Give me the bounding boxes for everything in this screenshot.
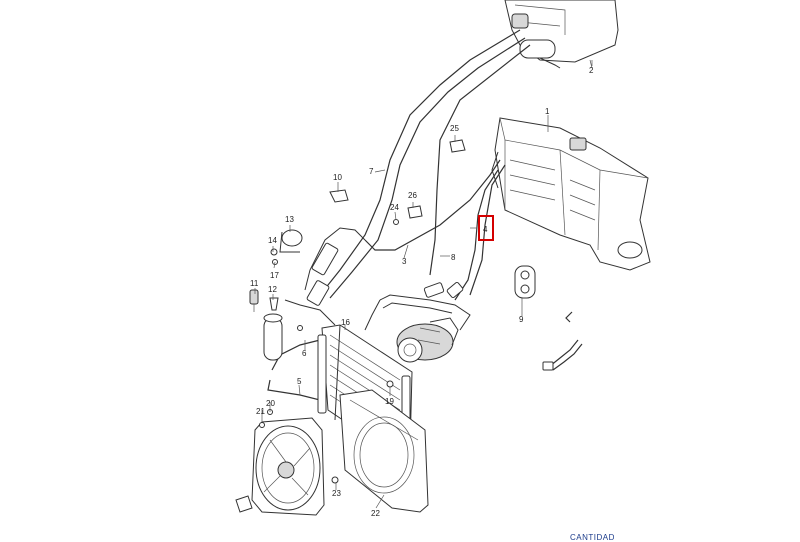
part-4-highlight-box[interactable] bbox=[478, 215, 494, 241]
small-hose bbox=[542, 311, 583, 371]
clamps bbox=[329, 139, 466, 225]
label-part-6[interactable]: 6 bbox=[302, 349, 307, 358]
label-part-9[interactable]: 9 bbox=[519, 315, 524, 324]
label-part-21[interactable]: 21 bbox=[256, 407, 265, 416]
label-part-13[interactable]: 13 bbox=[285, 215, 294, 224]
label-part-25[interactable]: 25 bbox=[450, 124, 459, 133]
footer-quantity-label: CANTIDAD bbox=[570, 533, 615, 542]
label-part-3[interactable]: 3 bbox=[402, 257, 407, 266]
label-part-10[interactable]: 10 bbox=[333, 173, 342, 182]
label-part-5[interactable]: 5 bbox=[297, 377, 302, 386]
label-part-11[interactable]: 11 bbox=[250, 279, 259, 288]
label-part-24[interactable]: 24 bbox=[390, 203, 399, 212]
label-part-22[interactable]: 22 bbox=[371, 509, 380, 518]
part-22-fan-shroud bbox=[339, 389, 429, 513]
label-part-1[interactable]: 1 bbox=[545, 107, 550, 116]
label-part-17[interactable]: 17 bbox=[270, 271, 279, 280]
fan-assembly bbox=[235, 417, 325, 516]
leader-lines bbox=[254, 60, 593, 509]
label-part-19[interactable]: 19 bbox=[385, 397, 394, 406]
label-part-8[interactable]: 8 bbox=[451, 253, 456, 262]
pipe-fittings bbox=[306, 242, 464, 306]
label-part-16[interactable]: 16 bbox=[341, 318, 350, 327]
part-11-switch bbox=[249, 289, 259, 312]
label-part-14[interactable]: 14 bbox=[268, 236, 277, 245]
label-part-26[interactable]: 26 bbox=[408, 191, 417, 200]
label-part-12[interactable]: 12 bbox=[268, 285, 277, 294]
label-part-4[interactable]: 4 bbox=[483, 225, 488, 234]
label-part-23[interactable]: 23 bbox=[332, 489, 341, 498]
part-9-grommet bbox=[514, 265, 536, 299]
part-13-bracket bbox=[270, 229, 303, 265]
part-2-unit bbox=[504, 0, 619, 69]
label-part-20[interactable]: 20 bbox=[266, 399, 275, 408]
part-12-receiver-drier bbox=[263, 297, 283, 361]
part-1-evaporator bbox=[491, 117, 651, 271]
compressor bbox=[396, 317, 459, 363]
label-part-2[interactable]: 2 bbox=[589, 66, 594, 75]
label-part-7[interactable]: 7 bbox=[369, 167, 374, 176]
pipe-lines bbox=[304, 29, 531, 301]
part-labels: 1 2 3 4 5 6 7 8 9 10 11 12 13 14 16 17 1… bbox=[250, 66, 594, 518]
